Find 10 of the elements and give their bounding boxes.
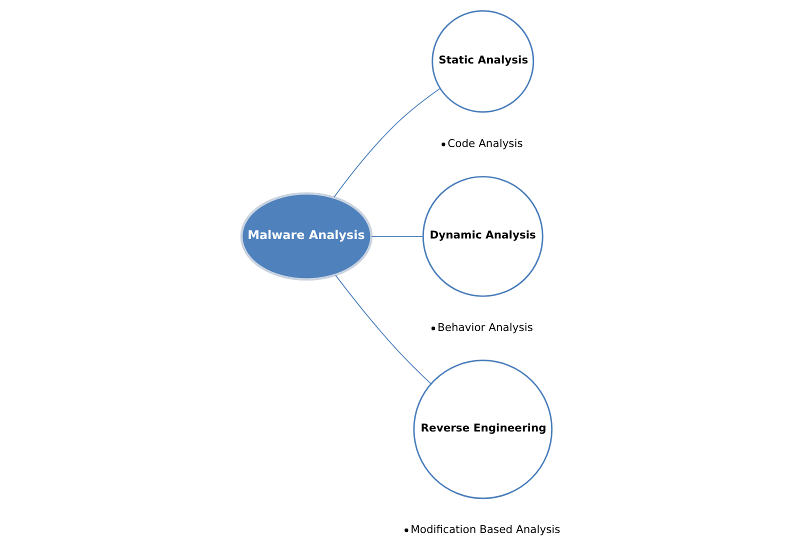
node-circle: Static Analysis [431, 10, 534, 113]
node-circle: Reverse Engineering [412, 360, 552, 500]
connector [370, 236, 424, 237]
node-label: Code Analysis [447, 137, 522, 150]
connector [334, 274, 431, 384]
connector [333, 88, 440, 198]
node-label: Behavior Analysis [436, 321, 532, 334]
node-label: Modification Based Analysis [410, 522, 560, 536]
node-ellipse: Malware Analysis [240, 192, 372, 281]
node-circle: Dynamic Analysis [422, 176, 543, 297]
